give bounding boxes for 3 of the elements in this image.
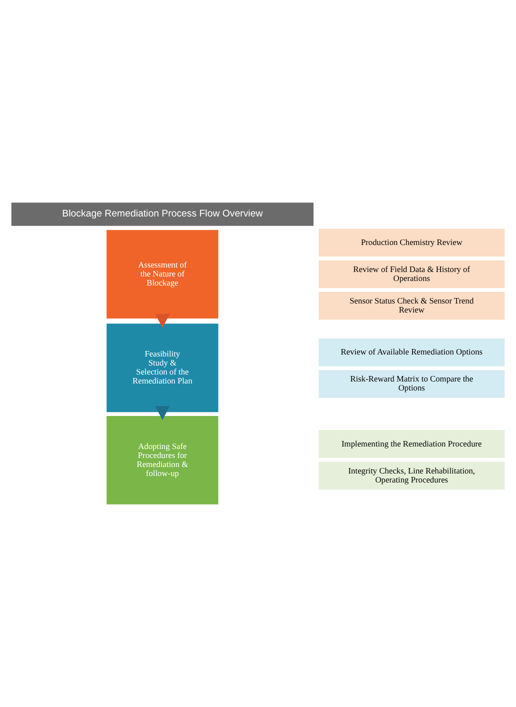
diagram-title: Blockage Remediation Process Flow Overview bbox=[62, 208, 263, 220]
arrow bbox=[155, 406, 170, 420]
arrow bbox=[155, 314, 170, 328]
